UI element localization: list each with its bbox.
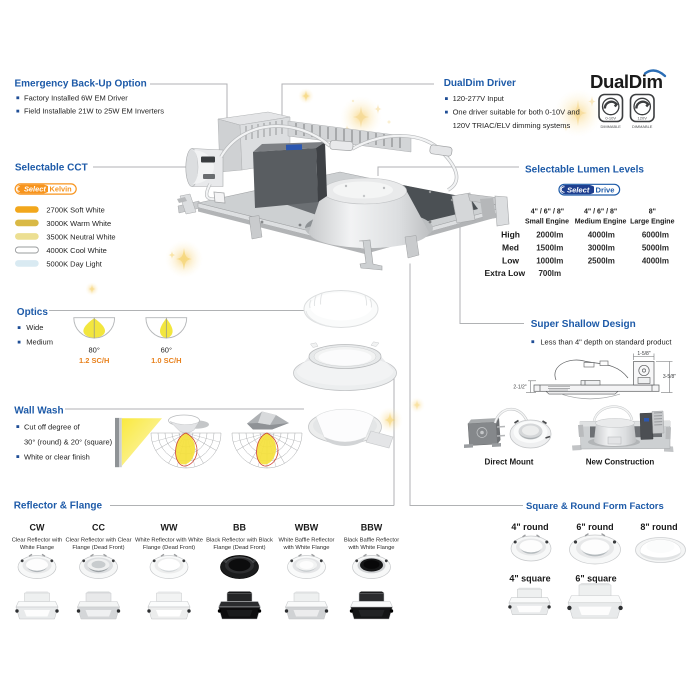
- svg-text:Selectable CCT: Selectable CCT: [15, 163, 88, 174]
- svg-text:Cut off degree of: Cut off degree of: [24, 422, 81, 431]
- svg-text:Select: Select: [567, 185, 590, 194]
- svg-text:1000lm: 1000lm: [536, 256, 563, 265]
- svg-text:4" / 6" / 8": 4" / 6" / 8": [531, 209, 564, 216]
- svg-text:4" square: 4" square: [509, 574, 550, 584]
- svg-text:1.0 SC/H: 1.0 SC/H: [151, 356, 181, 365]
- svg-text:Drive: Drive: [596, 185, 615, 194]
- svg-text:4000lm: 4000lm: [642, 256, 669, 265]
- svg-text:8" round: 8" round: [640, 522, 677, 532]
- svg-text:2500lm: 2500lm: [588, 256, 615, 265]
- svg-text:700lm: 700lm: [538, 269, 561, 278]
- svg-text:4" round: 4" round: [511, 522, 548, 532]
- svg-text:White Baffle Reflector: White Baffle Reflector: [279, 538, 335, 544]
- svg-text:Medium Engine: Medium Engine: [575, 218, 627, 225]
- svg-text:Emergency Back-Up Option: Emergency Back-Up Option: [15, 79, 147, 90]
- svg-text:BB: BB: [233, 523, 246, 533]
- svg-text:4" / 6" / 8": 4" / 6" / 8": [584, 209, 617, 216]
- svg-text:2000lm: 2000lm: [536, 231, 563, 240]
- svg-text:DualDim Driver: DualDim Driver: [444, 78, 516, 89]
- svg-text:80°: 80°: [89, 346, 100, 355]
- svg-text:Extra Low: Extra Low: [484, 268, 525, 278]
- svg-text:WW: WW: [161, 523, 178, 533]
- svg-text:6" square: 6" square: [575, 574, 616, 584]
- svg-text:Medium: Medium: [26, 338, 53, 347]
- svg-text:3000lm: 3000lm: [588, 244, 615, 253]
- svg-text:Black Reflector with Black: Black Reflector with Black: [206, 538, 273, 544]
- svg-text:4000lm: 4000lm: [588, 231, 615, 240]
- svg-text:High: High: [501, 230, 520, 240]
- svg-text:6" round: 6" round: [576, 522, 613, 532]
- svg-text:DIMMABLE: DIMMABLE: [601, 124, 622, 129]
- svg-text:Flange (Dead Front): Flange (Dead Front): [213, 545, 265, 551]
- svg-text:with White Flange: with White Flange: [347, 545, 394, 551]
- svg-text:8": 8": [649, 209, 656, 216]
- svg-text:Super Shallow Design: Super Shallow Design: [531, 319, 636, 330]
- svg-text:White Reflector with White: White Reflector with White: [135, 538, 203, 544]
- svg-text:WBW: WBW: [295, 523, 319, 533]
- svg-text:DIMMABLE: DIMMABLE: [632, 124, 653, 129]
- svg-text:Reflector & Flange: Reflector & Flange: [14, 501, 103, 512]
- svg-text:2700K Soft White: 2700K Soft White: [46, 206, 104, 215]
- svg-text:Clear Reflector with: Clear Reflector with: [12, 538, 63, 544]
- svg-text:Selectable Lumen Levels: Selectable Lumen Levels: [525, 164, 644, 175]
- svg-text:3000K Warm White: 3000K Warm White: [46, 219, 111, 228]
- svg-text:One driver suitable for both 0: One driver suitable for both 0-10V and: [453, 108, 580, 117]
- svg-text:CC: CC: [92, 523, 105, 533]
- svg-text:CW: CW: [30, 523, 45, 533]
- svg-text:60°: 60°: [161, 346, 172, 355]
- svg-text:White Flange: White Flange: [20, 545, 54, 551]
- svg-text:5000lm: 5000lm: [642, 244, 669, 253]
- svg-text:Med: Med: [502, 243, 519, 253]
- svg-text:2-1/2": 2-1/2": [513, 385, 526, 391]
- svg-text:120-277V Input: 120-277V Input: [453, 94, 505, 103]
- svg-text:Low: Low: [502, 255, 519, 265]
- svg-text:0-10V: 0-10V: [605, 116, 616, 121]
- svg-text:1.2 SC/H: 1.2 SC/H: [79, 356, 109, 365]
- svg-text:5000K Day Light: 5000K Day Light: [46, 259, 102, 268]
- svg-text:Select: Select: [24, 185, 46, 194]
- svg-text:4000K Cool White: 4000K Cool White: [46, 246, 106, 255]
- svg-text:1-5/8": 1-5/8": [637, 351, 650, 357]
- svg-text:Black Baffle Reflector: Black Baffle Reflector: [344, 538, 399, 544]
- svg-text:1500lm: 1500lm: [536, 244, 563, 253]
- svg-text:3-5/8": 3-5/8": [663, 374, 676, 380]
- svg-text:3500K Neutral White: 3500K Neutral White: [46, 232, 115, 241]
- svg-text:Factory Installed 6W EM Driver: Factory Installed 6W EM Driver: [24, 93, 128, 102]
- svg-text:Field Installable 21W to 25W E: Field Installable 21W to 25W EM Inverter…: [24, 107, 164, 116]
- svg-text:120V: 120V: [638, 116, 648, 121]
- svg-text:Kelvin: Kelvin: [50, 185, 73, 194]
- svg-text:Wide: Wide: [26, 323, 43, 332]
- svg-text:Large Engine: Large Engine: [630, 218, 674, 225]
- svg-text:30° (round) & 20° (square): 30° (round) & 20° (square): [24, 437, 113, 446]
- svg-text:Small Engine: Small Engine: [525, 218, 569, 225]
- svg-text:6000lm: 6000lm: [642, 231, 669, 240]
- svg-text:Direct Mount: Direct Mount: [485, 458, 534, 467]
- svg-text:Less than 4" depth on standard: Less than 4" depth on standard product: [540, 338, 672, 347]
- svg-text:New Construction: New Construction: [586, 458, 655, 467]
- svg-text:Flange (Dead Front): Flange (Dead Front): [143, 545, 195, 551]
- svg-text:BBW: BBW: [361, 523, 383, 533]
- svg-text:120V TRIAC/ELV dimming systems: 120V TRIAC/ELV dimming systems: [453, 121, 571, 130]
- svg-text:Optics: Optics: [17, 307, 49, 318]
- svg-text:DualDim: DualDim: [590, 71, 663, 92]
- svg-text:White or clear finish: White or clear finish: [24, 452, 90, 461]
- svg-text:with White Flange: with White Flange: [282, 545, 329, 551]
- svg-text:Square & Round Form Factors: Square & Round Form Factors: [526, 501, 664, 512]
- svg-text:Clear Reflector with Clear: Clear Reflector with Clear: [65, 538, 131, 544]
- svg-text:Flange (Dead Front): Flange (Dead Front): [72, 545, 124, 551]
- svg-text:Wall Wash: Wall Wash: [14, 406, 63, 417]
